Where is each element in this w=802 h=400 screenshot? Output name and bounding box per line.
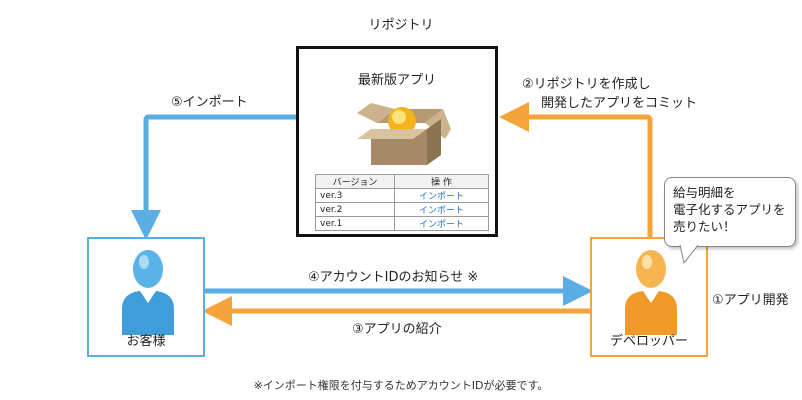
import-link[interactable]: インポート [394, 188, 489, 203]
step1-label: ①アプリ開発 [712, 293, 789, 308]
version-header: バージョン [315, 174, 395, 189]
table-row: ver.1 インポート [315, 216, 489, 231]
app-box-icon [357, 103, 451, 165]
import-link[interactable]: インポート [394, 202, 489, 217]
bubble-line: 給与明細を [673, 185, 736, 200]
step2-label-line2: 開発したアプリをコミット [541, 96, 698, 111]
bubble-line: 売りたい！ [673, 219, 736, 234]
step4-label: ④アカウントIDのお知らせ ※ [308, 270, 479, 285]
latest-app-title: 最新版アプリ [357, 73, 436, 88]
step5-label: ⑤インポート [171, 95, 248, 110]
repository-box: 最新版アプリ バージョン 操 作 ver.3 インポート ver.2 インポート [296, 46, 498, 237]
action-header: 操 作 [394, 174, 489, 189]
step3-label: ③アプリの紹介 [352, 322, 442, 337]
table-row: ver.2 インポート [315, 202, 489, 217]
customer-box: お客様 [87, 237, 205, 357]
footnote: ※インポート権限を付与するためアカウントIDが必要です。 [253, 379, 549, 392]
version-cell: ver.2 [315, 202, 395, 217]
version-cell: ver.1 [315, 216, 395, 231]
version-cell: ver.3 [315, 188, 395, 203]
speech-bubble: 給与明細を 電子化するアプリを 売りたい！ [664, 177, 796, 247]
developer-name: デベロッパー [609, 334, 688, 349]
bubble-tail [679, 245, 699, 265]
bubble-line: 電子化するアプリを [673, 202, 786, 217]
table-row: ver.3 インポート [315, 188, 489, 203]
import-arrow [131, 114, 296, 240]
version-table: バージョン 操 作 ver.3 インポート ver.2 インポート ver.1 … [315, 174, 489, 231]
customer-person-icon [122, 250, 174, 335]
repository-title: リポジトリ [368, 18, 434, 33]
commit-arrow [499, 102, 653, 237]
customer-name: お客様 [126, 334, 166, 349]
developer-person-icon [625, 250, 677, 335]
step2-label-line1: ②リポジトリを作成し [522, 77, 651, 92]
import-link[interactable]: インポート [394, 216, 489, 231]
